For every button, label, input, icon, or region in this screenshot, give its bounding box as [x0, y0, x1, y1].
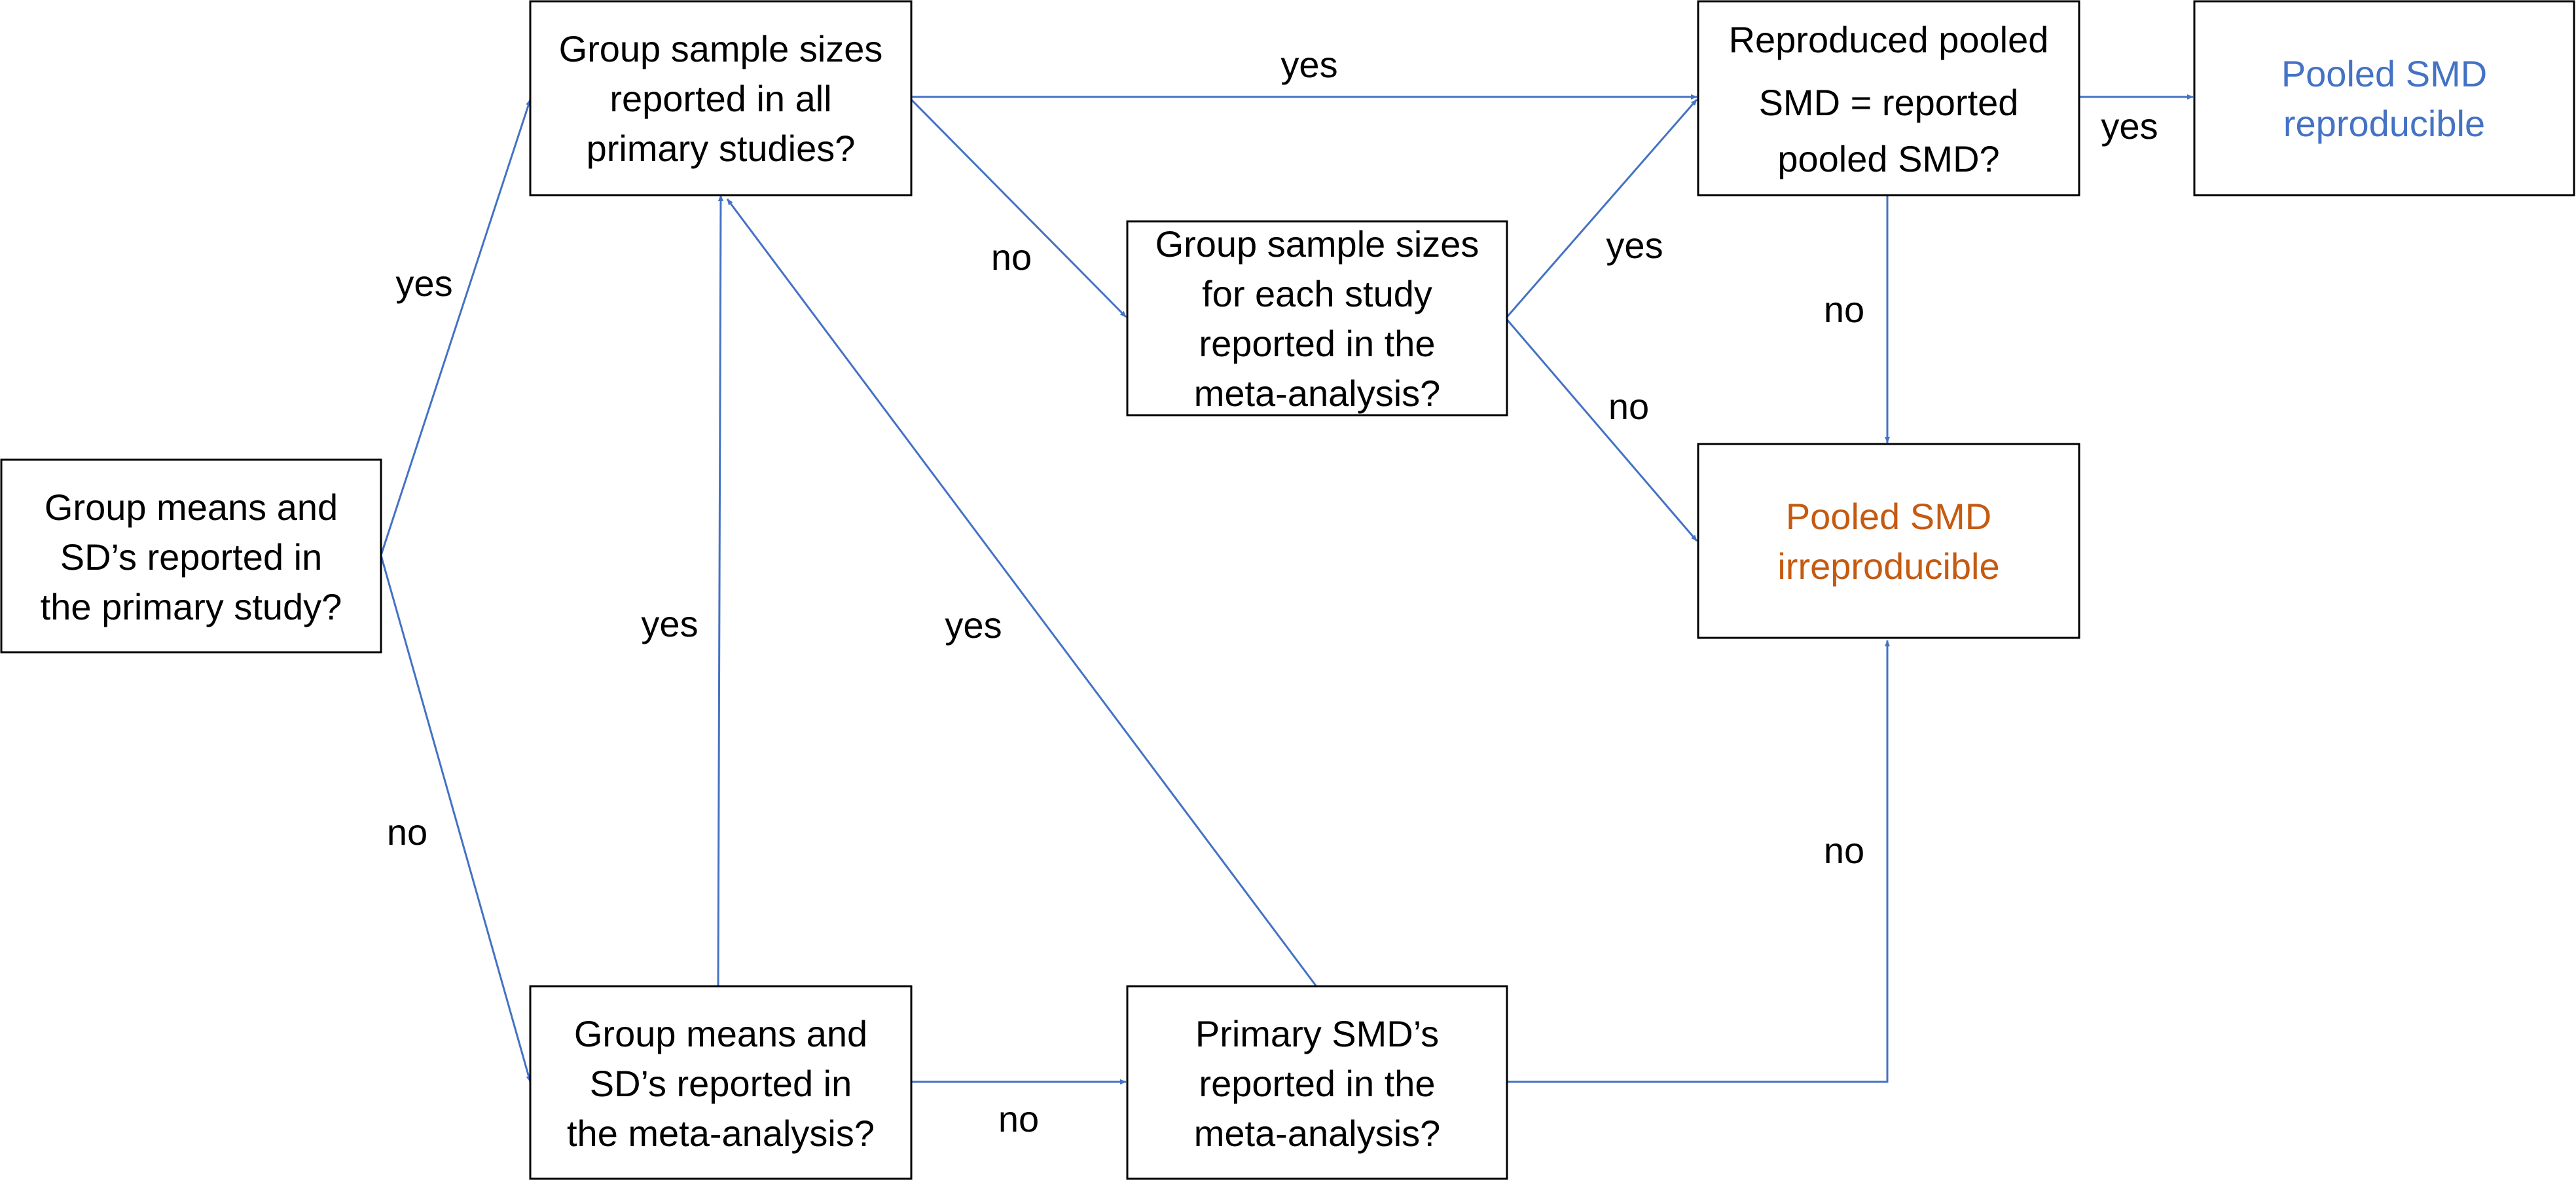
- box-line: Reproduced pooled: [1729, 19, 2049, 60]
- box-line: Pooled SMD: [1786, 496, 1991, 537]
- edge-label-no: no: [1608, 386, 1649, 427]
- edge-primary-means-to-meta-means: [380, 555, 532, 1082]
- edges: yes no yes no yes no yes no yes no yes: [380, 44, 2194, 1139]
- box-line: reported in the: [1199, 323, 1435, 364]
- box-line: primary studies?: [587, 128, 856, 169]
- decision-box-sizes-meta: Group sample sizes for each study report…: [1126, 220, 1508, 416]
- decision-box-sizes-primary: Group sample sizes reported in all prima…: [529, 0, 913, 196]
- edge-label-no: no: [991, 236, 1032, 278]
- edge-label-yes: yes: [2101, 105, 2158, 147]
- box-line: SMD = reported: [1759, 82, 2019, 123]
- box-line: SD’s reported in: [590, 1063, 852, 1104]
- edge-meta-means-to-sizes-primary: [717, 194, 723, 986]
- edge-label-yes: yes: [641, 603, 698, 644]
- edge-primary-smd-to-irreproducible: [1507, 640, 1890, 1083]
- edge-sizes-meta-to-reproduced: [1506, 99, 1698, 318]
- edge-label-no: no: [998, 1098, 1039, 1139]
- box-line: the meta-analysis?: [567, 1113, 875, 1154]
- edge-label-no: no: [1824, 289, 1864, 330]
- edge-label-no: no: [1824, 830, 1864, 871]
- edge-label-yes: yes: [945, 604, 1002, 646]
- box-line: Pooled SMD: [2281, 53, 2487, 94]
- edge-sizes-primary-to-sizes-meta: [910, 98, 1127, 318]
- box-line: the primary study?: [41, 586, 342, 627]
- box-line: Primary SMD’s: [1195, 1013, 1439, 1054]
- edge-sizes-meta-to-irreproducible: [1506, 319, 1698, 542]
- box-line: for each study: [1202, 273, 1432, 314]
- box-line: meta-analysis?: [1194, 373, 1441, 414]
- edge-label-yes: yes: [1606, 225, 1663, 266]
- edge-label-no: no: [387, 811, 427, 853]
- box-line: meta-analysis?: [1194, 1113, 1441, 1154]
- outcome-box-reproducible: Pooled SMD reproducible: [2193, 0, 2575, 196]
- decision-box-meta-means: Group means and SD’s reported in the met…: [529, 985, 913, 1180]
- box-line: Group sample sizes: [1155, 223, 1479, 265]
- box-line: reported in the: [1199, 1063, 1435, 1104]
- edge-primary-means-to-sizes-primary: [380, 99, 532, 556]
- box-line: irreproducible: [1777, 546, 1999, 587]
- decision-box-primary-smd: Primary SMD’s reported in the meta-analy…: [1126, 985, 1508, 1180]
- decision-box-reproduced: Reproduced pooled SMD = reported pooled …: [1697, 0, 2080, 196]
- box-line: SD’s reported in: [60, 536, 323, 578]
- box-line: reported in all: [609, 78, 831, 119]
- box-line: pooled SMD?: [1777, 138, 1999, 179]
- box-line: Group sample sizes: [559, 28, 883, 69]
- edge-primary-smd-to-sizes-primary: [726, 198, 1317, 986]
- decision-box-primary-means: Group means and SD’s reported in the pri…: [0, 458, 382, 654]
- box-line: Group means and: [574, 1013, 867, 1054]
- box-line: reproducible: [2283, 103, 2485, 144]
- edge-label-yes: yes: [395, 263, 452, 304]
- outcome-box-irreproducible: Pooled SMD irreproducible: [1697, 443, 2080, 639]
- box-line: Group means and: [45, 487, 338, 528]
- edge-label-yes: yes: [1280, 44, 1337, 85]
